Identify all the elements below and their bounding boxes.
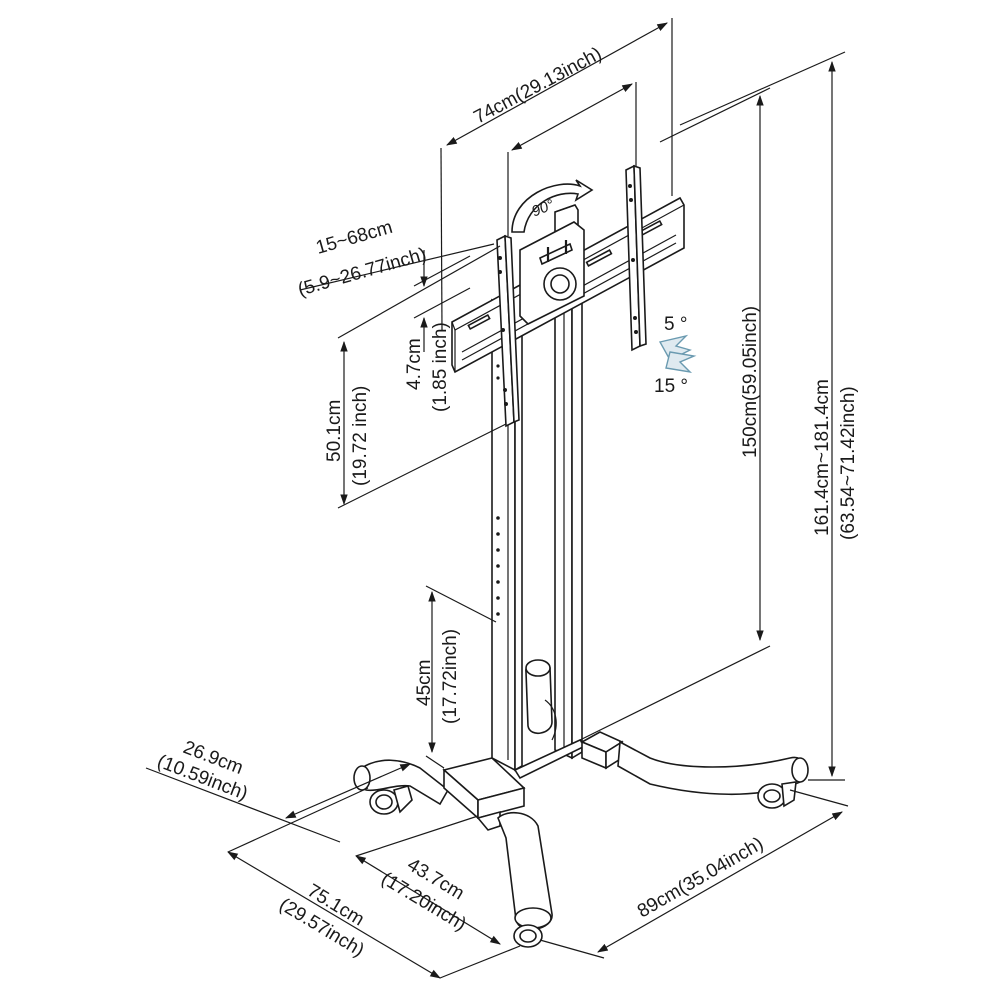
label-vesa-height-inch: (19.72 inch) (350, 386, 371, 486)
height-holes (496, 364, 500, 616)
label-total-height-inch: (63.54~71.42inch) (838, 386, 859, 540)
label-vesa-width: 15~68cm (314, 217, 395, 259)
label-base-width: 89cm(35.04inch) (634, 833, 767, 922)
base-right-connector (580, 731, 624, 770)
cable-clip (525, 659, 557, 741)
vesa-arm-left (496, 234, 520, 428)
label-vesa-width-inch: (5.9~26.77inch) (296, 244, 429, 301)
rotation-arrow-icon: 90° (511, 179, 594, 233)
vesa-arm-right (625, 164, 647, 352)
base-center-block (442, 757, 526, 831)
base-leg-right (617, 740, 809, 809)
label-shelf-height: 45cm (414, 660, 435, 706)
label-offset-inch: (1.85 inch) (430, 322, 451, 412)
label-offset: 4.7cm (404, 338, 425, 390)
base-leg-front (497, 811, 553, 948)
label-tilt-down: 15 ° (654, 376, 688, 397)
bottom-crossbar (513, 739, 587, 780)
dimension-lines (145, 18, 849, 979)
label-center-height: 150cm(59.05inch) (740, 306, 761, 458)
rotation-hub (519, 221, 585, 325)
label-tilt-up: 5 ° (664, 314, 687, 335)
stand-drawing: 90° (353, 164, 809, 948)
right-column (554, 298, 583, 760)
tilt-arrows-icon (658, 334, 697, 374)
label-shelf-height-inch: (17.72inch) (440, 629, 461, 724)
label-total-height: 161.4cm~181.4cm (812, 379, 833, 536)
label-vesa-height: 50.1cm (324, 400, 345, 462)
label-width-top: 74cm(29.13inch) (470, 43, 605, 128)
